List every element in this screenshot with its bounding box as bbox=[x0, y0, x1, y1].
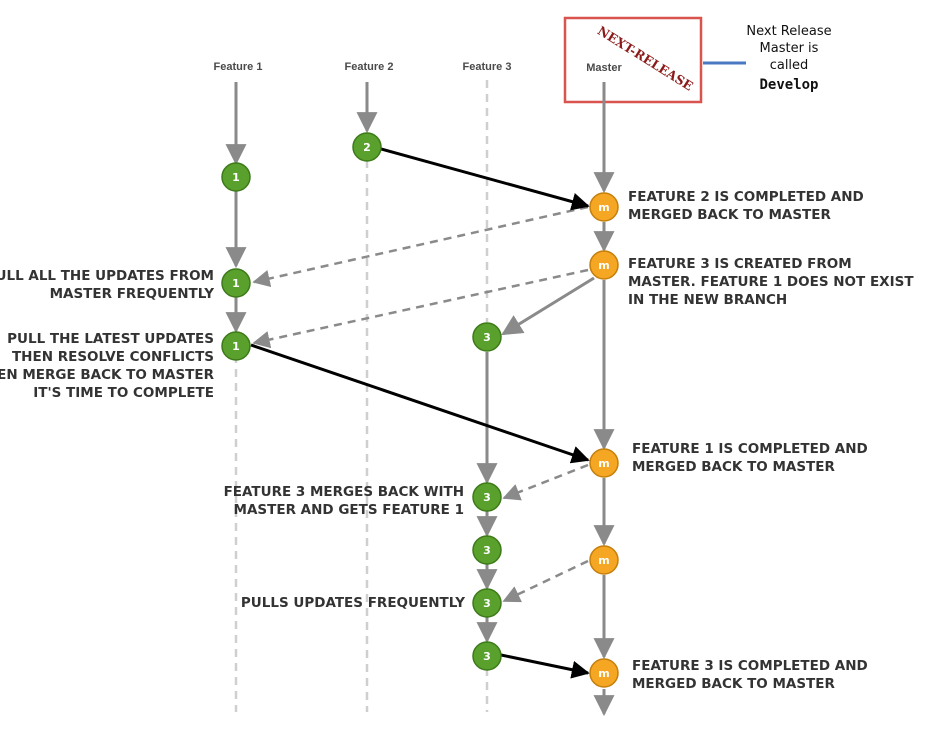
node-f1-commit-3: 1 bbox=[221, 331, 251, 361]
node-merge-label: m bbox=[598, 554, 609, 567]
node-master-merge-1: m bbox=[589, 192, 619, 222]
node-f1-label: 1 bbox=[232, 340, 240, 353]
annotation-line: PULL THE LATEST UPDATES bbox=[7, 331, 214, 347]
next-release-stamp: NEXT-RELEASE bbox=[595, 23, 696, 94]
merge-arrow-feature2 bbox=[380, 147, 590, 211]
annotation-line: THEN MERGE BACK TO MASTER bbox=[0, 367, 215, 383]
annotation-line: FEATURE 3 IS COMPLETED AND bbox=[632, 658, 868, 674]
annotation-line: MERGED BACK TO MASTER bbox=[628, 207, 831, 223]
node-f3-label: 3 bbox=[483, 544, 491, 557]
node-f2-label: 2 bbox=[363, 141, 371, 154]
note-line-2: Master is bbox=[760, 41, 819, 56]
annotation-feature3-merged: FEATURE 3 IS COMPLETED AND MERGED BACK T… bbox=[632, 658, 868, 692]
node-f1-label: 1 bbox=[232, 277, 240, 290]
node-merge-label: m bbox=[598, 259, 609, 272]
annotation-line: FEATURE 3 IS CREATED FROM bbox=[628, 256, 852, 272]
node-f3-commit-3: 3 bbox=[472, 535, 502, 565]
lane-label-feature2: Feature 2 bbox=[345, 61, 394, 73]
annotation-feature2-merged: FEATURE 2 IS COMPLETED AND MERGED BACK T… bbox=[628, 189, 864, 223]
annotation-line: PULL ALL THE UPDATES FROM bbox=[0, 268, 214, 284]
annotation-line: FEATURE 3 MERGES BACK WITH bbox=[224, 484, 464, 500]
lane-label-feature3: Feature 3 bbox=[463, 61, 512, 73]
annotation-line: FEATURE 1 IS COMPLETED AND bbox=[632, 441, 868, 457]
node-f3-commit-4: 3 bbox=[472, 588, 502, 618]
annotation-line: IN THE NEW BRANCH bbox=[628, 292, 787, 308]
pull-arrow-f3-second bbox=[502, 559, 589, 603]
next-release-highlight-box bbox=[563, 16, 703, 104]
node-master-merge-5: m bbox=[589, 658, 619, 688]
node-merge-label: m bbox=[598, 667, 609, 680]
node-f3-commit-5: 3 bbox=[472, 641, 502, 671]
pull-arrow-f1-second bbox=[252, 268, 589, 349]
annotation-line: MERGED BACK TO MASTER bbox=[632, 459, 835, 475]
node-f1-commit-1: 1 bbox=[221, 162, 251, 192]
annotation-line: IT'S TIME TO COMPLETE bbox=[33, 385, 214, 401]
lane-label-master: Master bbox=[586, 62, 622, 74]
annotation-feature3-created: FEATURE 3 IS CREATED FROM MASTER. FEATUR… bbox=[628, 256, 914, 308]
node-f3-label: 3 bbox=[483, 650, 491, 663]
merge-arrow-feature3 bbox=[500, 653, 590, 679]
annotation-feature1-merged: FEATURE 1 IS COMPLETED AND MERGED BACK T… bbox=[632, 441, 868, 475]
node-master-merge-3: m bbox=[589, 448, 619, 478]
node-master-merge-2: m bbox=[589, 250, 619, 280]
node-master-merge-4: m bbox=[589, 545, 619, 575]
node-f3-label: 3 bbox=[483, 491, 491, 504]
annotation-line: MASTER FREQUENTLY bbox=[50, 286, 215, 302]
pull-arrow-f3-first bbox=[502, 463, 589, 501]
annotation-line: FEATURE 2 IS COMPLETED AND bbox=[628, 189, 864, 205]
node-f3-label: 3 bbox=[483, 331, 491, 344]
annotation-f1-pull: PULL ALL THE UPDATES FROM MASTER FREQUEN… bbox=[0, 268, 214, 302]
branch-off-feature3 bbox=[501, 276, 595, 336]
annotation-line: PULLS UPDATES FREQUENTLY bbox=[241, 595, 465, 611]
annotation-f3-merge: FEATURE 3 MERGES BACK WITH MASTER AND GE… bbox=[224, 484, 464, 518]
annotation-f1-complete: PULL THE LATEST UPDATES THEN RESOLVE CON… bbox=[0, 331, 215, 401]
node-merge-label: m bbox=[598, 457, 609, 470]
node-f3-commit-2: 3 bbox=[472, 482, 502, 512]
node-f1-label: 1 bbox=[232, 171, 240, 184]
note-line-3: called bbox=[770, 58, 809, 73]
node-f1-commit-2: 1 bbox=[221, 268, 251, 298]
pull-arrow-f1-first bbox=[252, 205, 589, 288]
note-line-1: Next Release bbox=[746, 24, 831, 39]
note-line-4: Develop bbox=[759, 77, 818, 93]
annotation-line: MASTER. FEATURE 1 DOES NOT EXIST bbox=[628, 274, 914, 290]
lane-label-feature1: Feature 1 bbox=[214, 61, 263, 73]
node-f2-commit: 2 bbox=[352, 132, 382, 162]
annotation-f3-pull: PULLS UPDATES FREQUENTLY bbox=[241, 595, 465, 611]
node-merge-label: m bbox=[598, 201, 609, 214]
merge-arrow-feature1 bbox=[250, 343, 590, 464]
annotation-line: MASTER AND GETS FEATURE 1 bbox=[234, 502, 464, 518]
node-f3-commit-1: 3 bbox=[472, 322, 502, 352]
annotation-line: MERGED BACK TO MASTER bbox=[632, 676, 835, 692]
node-f3-label: 3 bbox=[483, 597, 491, 610]
annotation-line: THEN RESOLVE CONFLICTS bbox=[12, 349, 214, 365]
